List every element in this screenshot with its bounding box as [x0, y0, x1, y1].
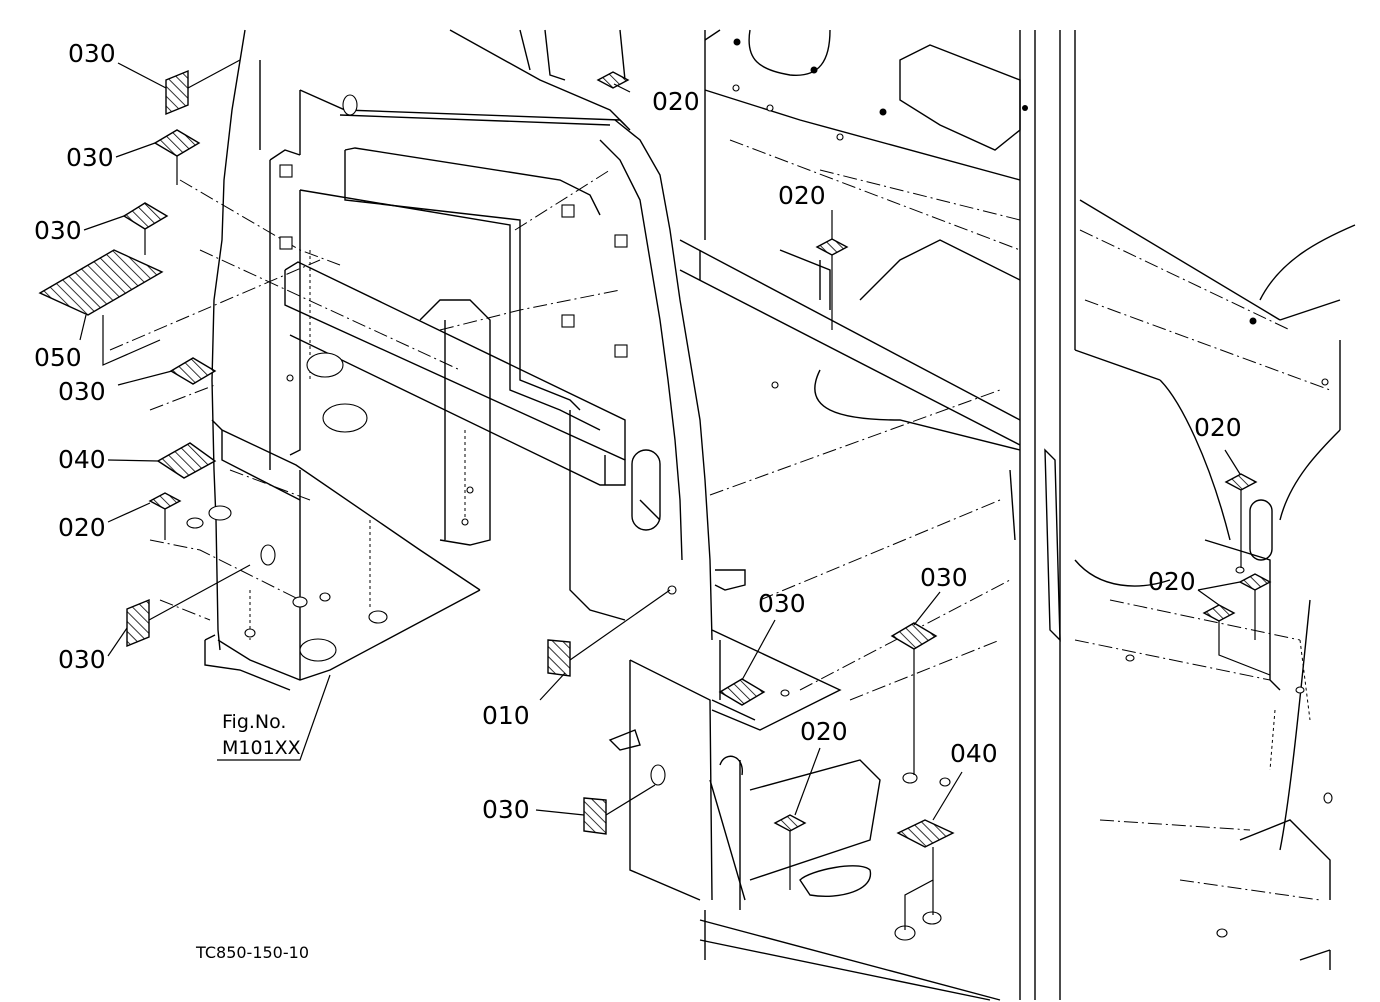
figure-ref-line1: Fig.No. — [222, 711, 286, 733]
decals — [38, 69, 1272, 848]
callout-030-top: 030 — [68, 39, 116, 68]
figure-reference: Fig.No. M101XX — [222, 711, 301, 759]
drawing-code: TC850-150-10 — [195, 943, 309, 962]
callout-030-second: 030 — [66, 143, 114, 172]
holes — [186, 38, 1333, 941]
construction-lines — [109, 139, 1331, 901]
callout-040-right: 040 — [950, 739, 998, 768]
callout-020-center: 020 — [778, 181, 826, 210]
callout-020-left: 020 — [58, 513, 106, 542]
callout-010: 010 — [482, 701, 530, 730]
leader-lines — [79, 59, 1271, 930]
callout-050: 050 — [34, 343, 82, 372]
callout-020-right-lower: 020 — [1148, 567, 1196, 596]
callout-030-fourth: 030 — [58, 377, 106, 406]
callout-030-bottom-center: 030 — [482, 795, 530, 824]
machine-linework — [204, 29, 1356, 1001]
callout-030-lower-left: 030 — [58, 645, 106, 674]
hidden-lines — [249, 250, 1311, 771]
callout-030-third: 030 — [34, 216, 82, 245]
callout-040-left: 040 — [58, 445, 106, 474]
callout-030-floor-right: 030 — [920, 563, 968, 592]
callout-labels: 030 030 030 050 030 040 020 030 020 020 … — [34, 39, 1242, 824]
callout-030-floor-left: 030 — [758, 589, 806, 618]
callout-020-top-center: 020 — [652, 87, 700, 116]
callout-020-right-upper: 020 — [1194, 413, 1242, 442]
callout-020-floor: 020 — [800, 717, 848, 746]
figure-ref-line2: M101XX — [222, 737, 301, 759]
